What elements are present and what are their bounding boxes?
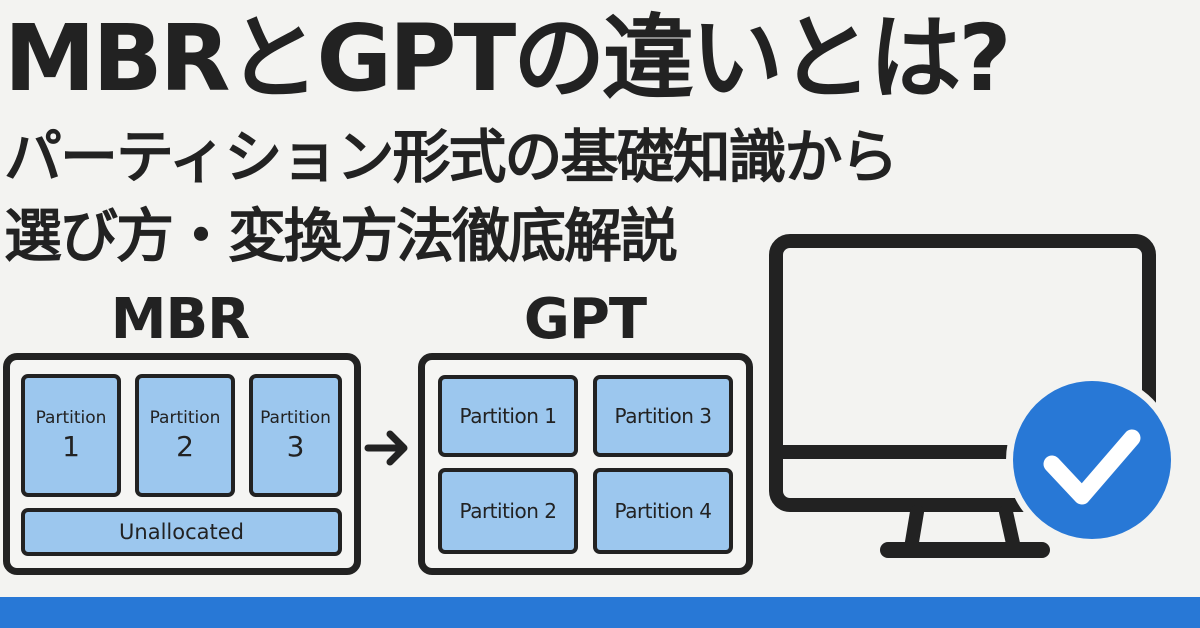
gpt-partition-1: Partition 1	[438, 375, 578, 457]
gpt-partition-4: Partition 4	[593, 468, 733, 554]
mbr-label: MBR	[110, 287, 251, 352]
mbr-partition-2: Partition 2	[135, 374, 235, 497]
mbr-partition-1: Partition 1	[21, 374, 121, 497]
partition-label: Partition 4	[614, 499, 712, 523]
monitor-icon	[769, 234, 1156, 558]
partition-number: 2	[176, 429, 194, 463]
mbr-partition-3: Partition 3	[249, 374, 342, 497]
gpt-label: GPT	[523, 287, 647, 352]
partition-label: Partition 3	[614, 404, 712, 428]
unallocated-label: Unallocated	[119, 520, 244, 544]
checkmark-circle-icon	[1006, 374, 1178, 546]
partition-number: 1	[62, 429, 80, 463]
mbr-unallocated: Unallocated	[21, 508, 342, 556]
partition-label: Partition	[260, 407, 331, 428]
partition-label: Partition 2	[459, 499, 557, 523]
partition-label: Partition 1	[459, 404, 557, 428]
page-title: MBRとGPTの違いとは?	[4, 5, 1012, 112]
gpt-partition-3: Partition 3	[593, 375, 733, 457]
partition-number: 3	[286, 429, 305, 463]
partition-label: Partition	[35, 407, 107, 428]
bottom-accent-bar	[0, 597, 1200, 628]
subtitle-line-2: 選び方・変換方法徹底解説	[4, 202, 678, 270]
subtitle-line-1: パーティション形式の基礎知識から	[4, 123, 899, 191]
partition-label: Partition	[149, 407, 221, 428]
gpt-partition-2: Partition 2	[438, 468, 578, 554]
arrow-right-icon	[364, 430, 408, 466]
